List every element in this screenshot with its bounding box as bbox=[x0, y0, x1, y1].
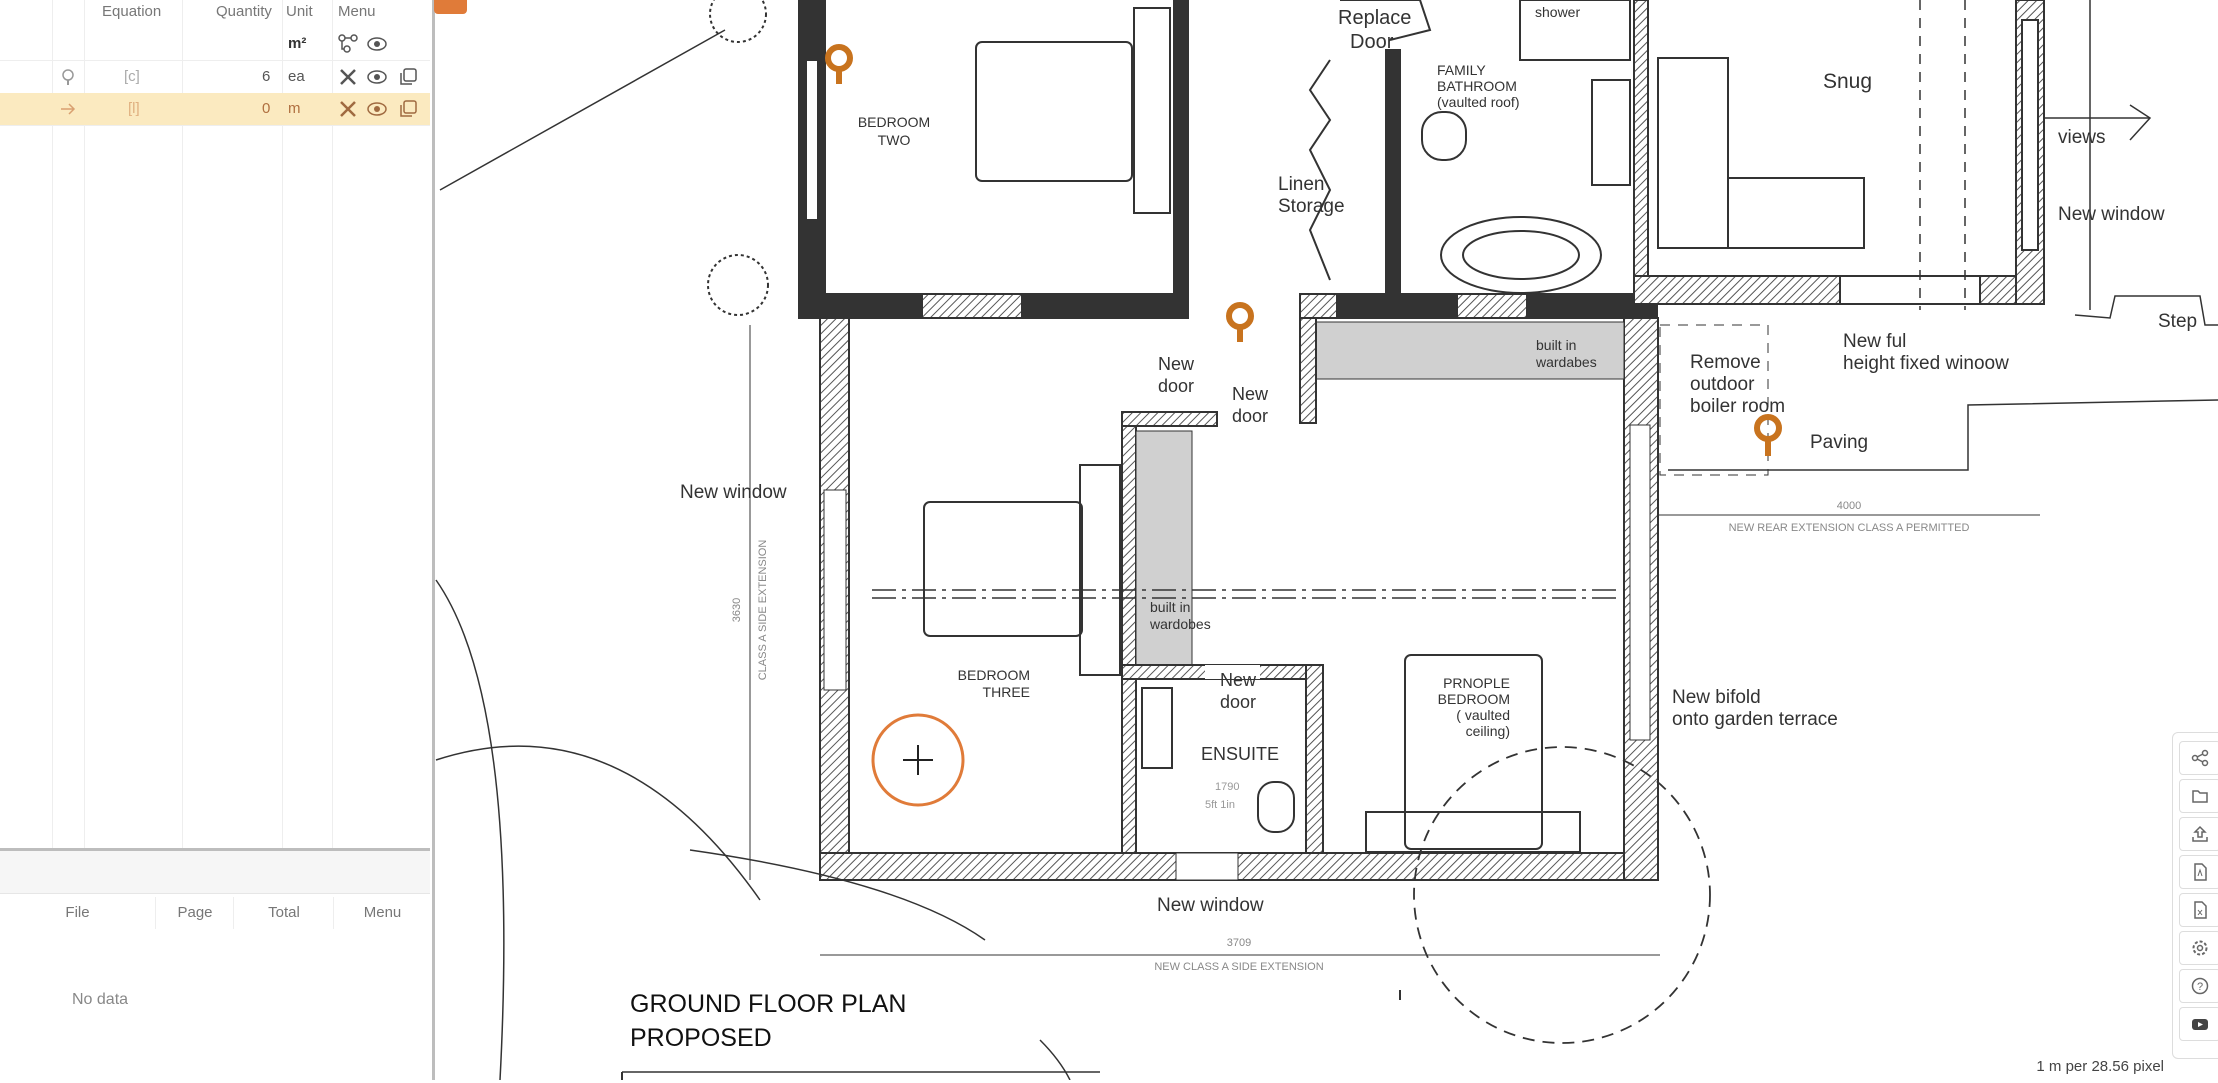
label-paving: Paving bbox=[1810, 432, 1868, 453]
label-step: Step bbox=[2158, 311, 2197, 332]
equation-cell: [c] bbox=[124, 68, 140, 85]
empty-state-text: No data bbox=[72, 991, 129, 1008]
export-excel-button[interactable] bbox=[2179, 893, 2218, 927]
column-header-page[interactable]: Page bbox=[155, 897, 234, 929]
copy-icon[interactable] bbox=[398, 67, 418, 87]
unit-cell: ea bbox=[288, 68, 305, 85]
label-snug: Snug bbox=[1823, 70, 1872, 93]
eye-icon[interactable] bbox=[366, 34, 387, 54]
column-header-quantity[interactable]: Quantity bbox=[216, 3, 272, 20]
folder-open-icon bbox=[2192, 790, 2208, 803]
label-dim-4000: 4000 bbox=[1837, 500, 1861, 512]
lightbulb-icon bbox=[58, 67, 78, 87]
label-rear-extension: NEW REAR EXTENSION CLASS A PERMITTED bbox=[1729, 522, 1970, 534]
open-folder-button[interactable] bbox=[2179, 779, 2218, 813]
eye-icon[interactable] bbox=[366, 67, 387, 87]
label-class-a-side: CLASS A SIDE EXTENSION bbox=[757, 540, 769, 681]
column-header-menu[interactable]: Menu bbox=[333, 897, 431, 929]
copy-icon[interactable] bbox=[398, 99, 418, 119]
panel-resize-tab[interactable] bbox=[434, 0, 467, 14]
unit-cell: m² bbox=[288, 35, 307, 52]
settings-icon bbox=[2192, 940, 2208, 956]
youtube-button[interactable] bbox=[2179, 1007, 2218, 1041]
column-header-file[interactable]: File bbox=[65, 904, 90, 921]
tools-icon[interactable] bbox=[338, 99, 358, 119]
label-new-window-bottom: New window bbox=[1157, 895, 1264, 916]
tools-icon[interactable] bbox=[338, 67, 358, 87]
files-panel-toolbar bbox=[0, 851, 430, 894]
pdf-icon bbox=[2194, 863, 2207, 881]
label-shower: 1200x900shower bbox=[1535, 0, 1597, 20]
files-panel: File Page Total Menu No data bbox=[0, 848, 430, 1083]
column-header-unit[interactable]: Unit bbox=[286, 3, 313, 20]
svg-text:?: ? bbox=[2197, 981, 2203, 993]
table-row-selected[interactable]: [l] 0 m bbox=[0, 93, 430, 126]
tree-symbol bbox=[709, 0, 767, 43]
help-icon: ? bbox=[2191, 977, 2209, 995]
column-header-total[interactable]: Total bbox=[233, 897, 334, 929]
right-toolbar: ? bbox=[2172, 732, 2218, 1059]
youtube-icon bbox=[2192, 1019, 2208, 1030]
equation-cell: [l] bbox=[128, 100, 140, 117]
upload-icon bbox=[2192, 825, 2208, 842]
eye-icon[interactable] bbox=[366, 99, 387, 119]
excel-icon bbox=[2194, 901, 2207, 919]
cursor-crosshair-icon bbox=[871, 713, 965, 807]
lightbulb-marker-icon[interactable] bbox=[1754, 414, 1782, 456]
lightbulb-marker-icon[interactable] bbox=[825, 44, 853, 84]
quantity-cell: 6 bbox=[262, 68, 271, 85]
table-row[interactable]: m² bbox=[0, 28, 430, 61]
export-pdf-button[interactable] bbox=[2179, 855, 2218, 889]
column-header-menu[interactable]: Menu bbox=[338, 3, 376, 20]
label-new-window-right: New window bbox=[2058, 204, 2165, 225]
measurements-panel: Equation Quantity Unit Menu m² [c] 6 ea … bbox=[0, 0, 435, 1080]
arrow-right-icon bbox=[58, 99, 78, 119]
lightbulb-marker-icon[interactable] bbox=[1226, 302, 1254, 342]
label-new-class-a-side: NEW CLASS A SIDE EXTENSION bbox=[1154, 961, 1323, 973]
share-button[interactable] bbox=[2179, 741, 2218, 775]
hierarchy-icon[interactable] bbox=[338, 34, 358, 54]
unit-cell: m bbox=[288, 100, 301, 117]
label-dim-3630: 3630 bbox=[731, 598, 743, 622]
quantity-cell: 0 bbox=[262, 100, 271, 117]
share-icon bbox=[2191, 749, 2209, 767]
settings-button[interactable] bbox=[2179, 931, 2218, 965]
label-dim-3709: 3709 bbox=[1227, 937, 1251, 949]
column-header-equation[interactable]: Equation bbox=[102, 3, 162, 20]
label-ensuite: ENSUITE bbox=[1201, 744, 1279, 764]
label-new-window-left: New window bbox=[680, 482, 787, 503]
upload-button[interactable] bbox=[2179, 817, 2218, 851]
tree-symbol bbox=[707, 254, 769, 316]
help-button[interactable]: ? bbox=[2179, 969, 2218, 1003]
label-views: views bbox=[2058, 127, 2106, 148]
table-row[interactable]: [c] 6 ea bbox=[0, 61, 430, 94]
scale-readout: 1 m per 28.56 pixel bbox=[2036, 1058, 2164, 1075]
